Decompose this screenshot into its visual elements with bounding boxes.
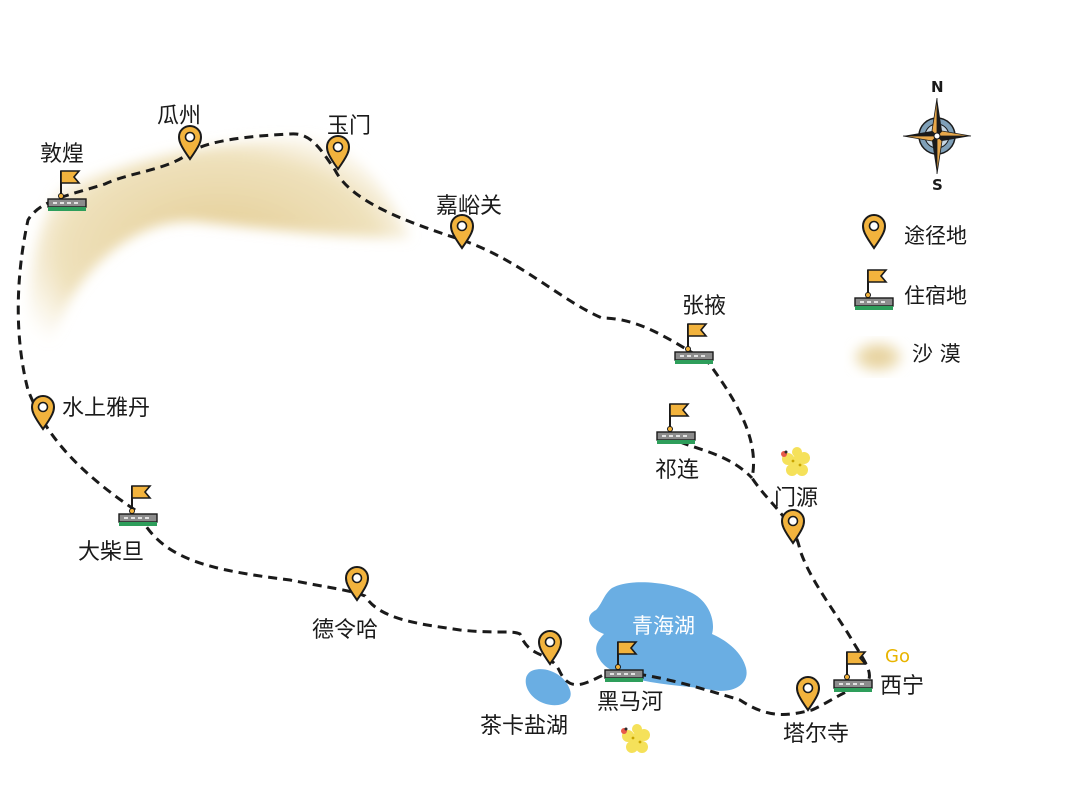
compass-south-label: S <box>932 176 943 194</box>
place-label-dachaidan: 大柴旦 <box>78 540 145 565</box>
legend-lodging-icon <box>854 269 894 311</box>
place-label-heimahe: 黑马河 <box>597 690 664 715</box>
place-label-taersi: 塔尔寺 <box>783 722 850 747</box>
pin-shuishangyadan-icon <box>31 395 55 430</box>
lodge-zhangye-icon <box>674 323 714 365</box>
place-label-yumen: 玉门 <box>327 114 372 139</box>
place-label-chakayanhu: 茶卡盐湖 <box>480 714 569 739</box>
place-label-shuishangyadan: 水上雅丹 <box>62 396 151 421</box>
place-label-menyuan: 门源 <box>774 486 819 511</box>
place-label-delingha: 德令哈 <box>312 618 379 643</box>
place-label-qilian: 祁连 <box>655 458 700 483</box>
place-label-zhangye: 张掖 <box>682 294 727 319</box>
legend-waypoint-label: 途径地 <box>904 224 967 248</box>
lodge-xining-icon <box>833 651 873 693</box>
compass-rose-icon <box>902 97 972 175</box>
flower-icon <box>621 724 650 753</box>
legend-lodging-label: 住宿地 <box>904 284 967 308</box>
legend-waypoint-icon <box>862 214 886 249</box>
chaka-lake <box>525 669 571 706</box>
pin-chakayanhu-icon <box>538 630 562 665</box>
flower-icon <box>781 447 810 476</box>
travel-route <box>16 132 871 716</box>
pin-taersi-icon <box>796 676 820 711</box>
lodge-qilian-icon <box>656 403 696 445</box>
legend-desert-label: 沙 漠 <box>912 342 961 366</box>
compass-north-label: N <box>931 78 944 96</box>
place-label-guazhou: 瓜州 <box>157 104 202 129</box>
lake-label: 青海湖 <box>632 614 695 638</box>
place-label-xining: 西宁 <box>880 674 925 699</box>
legend-desert-icon <box>854 342 902 372</box>
desert-area <box>29 137 411 368</box>
place-label-jiayuguan: 嘉峪关 <box>436 194 503 219</box>
start-label: Go <box>885 646 910 667</box>
pin-menyuan-icon <box>781 509 805 544</box>
place-label-dunhuang: 敦煌 <box>40 142 85 167</box>
qinghai-lake <box>589 582 747 691</box>
qilian-branch <box>679 440 754 480</box>
lodge-dachaidan-icon <box>118 485 158 527</box>
